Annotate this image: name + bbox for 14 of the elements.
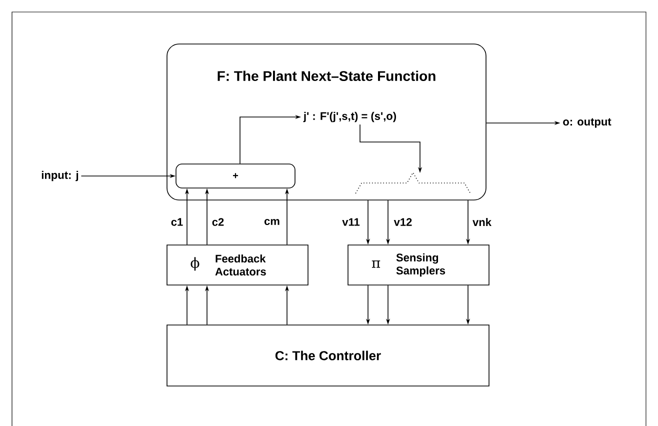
input-label: input: j bbox=[42, 170, 78, 182]
output-label: o: output bbox=[563, 118, 612, 128]
edge-label: vnk bbox=[472, 217, 492, 227]
controller-box: C: The Controller bbox=[166, 324, 490, 386]
formula-text: j' : F'(j',s,t) = (s',o) bbox=[303, 112, 396, 122]
edge-label: cm bbox=[263, 218, 281, 226]
sum-box: + bbox=[176, 164, 296, 188]
edge-label: v12 bbox=[392, 217, 414, 227]
edge-label: v11 bbox=[341, 217, 361, 227]
dotted-brace bbox=[355, 172, 471, 194]
edge-label: c2 bbox=[210, 217, 226, 227]
actuator-box: ϕ Feedback Actuators bbox=[166, 244, 308, 286]
edge-label: c1 bbox=[170, 217, 184, 227]
sampler-box: π Sensing Samplers bbox=[348, 244, 490, 286]
